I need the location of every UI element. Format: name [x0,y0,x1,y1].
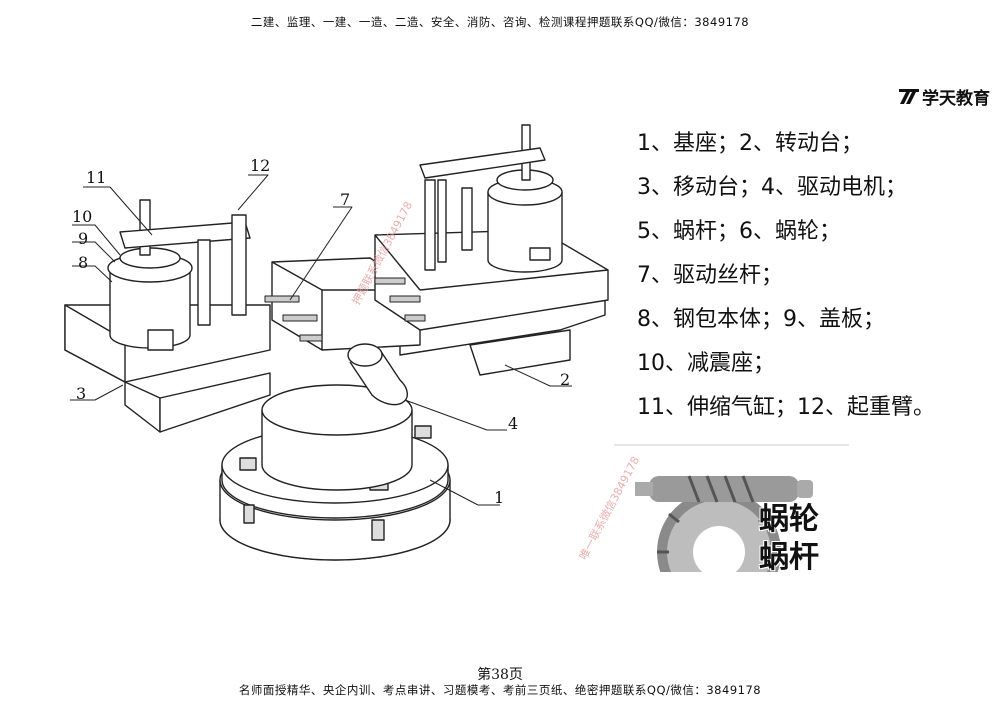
legend-line: 10、减震座； [637,351,775,376]
legend-line: 1、基座；2、转动台； [637,131,863,156]
drive-motor [347,343,409,406]
legend-line: 11、伸缩气缸；12、起重臂。 [637,395,935,420]
drive-screws [264,277,426,342]
label-2: 2 [560,370,571,389]
mechanical-drawing [64,124,609,561]
label-12: 12 [250,156,271,175]
label-10: 10 [72,207,93,226]
legend-line: 3、移动台；4、驱动电机； [637,175,907,200]
label-11: 11 [86,168,107,187]
page-number: 第38页 [477,667,523,683]
brand-logo-icon [899,88,919,104]
label-4: 4 [508,414,519,433]
left-assembly [107,199,251,351]
label-7: 7 [340,190,351,209]
parts-legend: 1、基座；2、转动台； 3、移动台；4、驱动电机； 5、蜗杆；6、蜗轮； 7、驱… [637,122,977,430]
label-8: 8 [78,253,89,272]
legend-line: 5、蜗杆；6、蜗轮； [637,219,841,244]
brand-logo-text: 学天教育 [922,89,990,109]
rotating-table [261,384,413,491]
label-9: 9 [78,229,89,248]
brand-logo: 学天教育 [898,84,990,109]
page-footer: 名师面授精华、央企内训、考点串讲、习题模考、考前三页纸、绝密押题联系QQ/微信：… [238,683,762,697]
worm-gear-photo: 蜗轮 蜗杆 [609,442,854,614]
photo-label-bottom: 蜗杆 [759,540,819,575]
legend-line: 8、钢包本体；9、盖板； [637,307,885,332]
legend-line: 7、驱动丝杆； [637,263,783,288]
photo-label-top: 蜗轮 [759,502,819,537]
label-3: 3 [76,384,87,403]
label-1: 1 [494,488,505,507]
page-header: 二建、监理、一建、一造、二造、安全、消防、咨询、检测课程押题联系QQ/微信：38… [250,15,750,29]
right-platform [374,124,609,331]
